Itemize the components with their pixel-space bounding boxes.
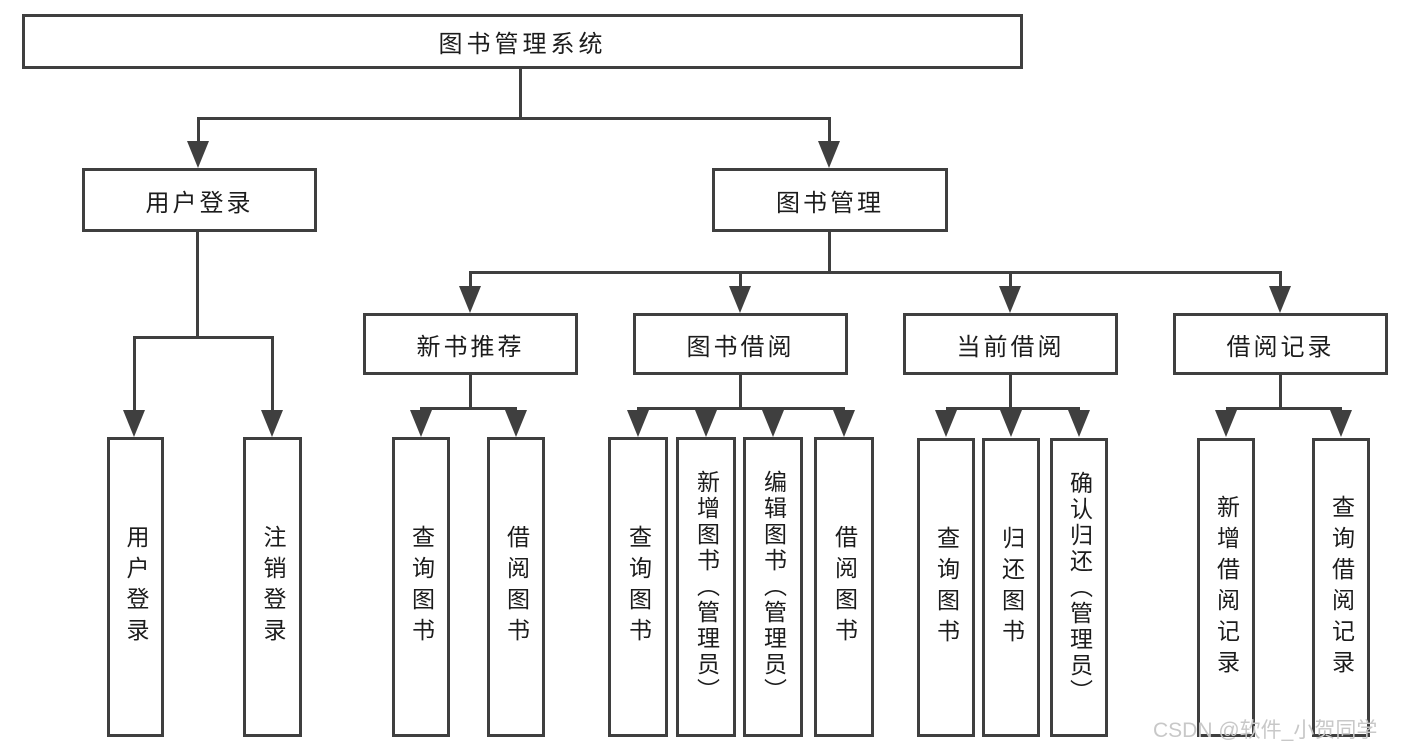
connector-new-book-stem bbox=[469, 375, 472, 409]
arrow-down bbox=[999, 286, 1021, 313]
node-user-login: 用户登录 bbox=[82, 168, 317, 232]
arrow-down bbox=[410, 410, 432, 437]
node-borrow-records: 借阅记录 bbox=[1173, 313, 1388, 375]
arrow-down bbox=[123, 410, 145, 437]
connector-drop-user-login bbox=[197, 117, 200, 145]
connector-current-borrow-stem bbox=[1009, 375, 1012, 409]
connector-borrow-records-bar bbox=[1226, 407, 1342, 410]
node-current-borrow: 当前借阅 bbox=[903, 313, 1118, 375]
arrow-down bbox=[505, 410, 527, 437]
csdn-watermark: CSDN @软件_小贺同学 bbox=[1153, 719, 1378, 742]
leaf-query-books-recommend: 查询图书 bbox=[392, 437, 450, 737]
node-library-system: 图书管理系统 bbox=[22, 14, 1023, 69]
connector-book-management-bar bbox=[469, 271, 1282, 274]
connector-user-login-bar bbox=[133, 336, 274, 339]
arrow-down bbox=[833, 410, 855, 437]
connector-drop-leaf-logout bbox=[271, 336, 274, 412]
connector-book-management-stem bbox=[828, 232, 831, 274]
arrow-down bbox=[818, 141, 840, 168]
connector-current-borrow-bar bbox=[946, 407, 1080, 410]
leaf-borrow-books: 借阅图书 bbox=[814, 437, 874, 737]
leaf-query-books-current: 查询图书 bbox=[917, 438, 975, 737]
leaf-edit-books-admin: 编辑图书（管理员） bbox=[743, 437, 803, 737]
connector-book-borrow-bar bbox=[637, 407, 845, 410]
leaf-user-login: 用户登录 bbox=[107, 437, 164, 737]
connector-drop-book-management bbox=[828, 117, 831, 145]
connector-borrow-records-stem bbox=[1279, 375, 1282, 409]
leaf-add-borrow-record: 新增借阅记录 bbox=[1197, 438, 1255, 737]
leaf-add-books-admin: 新增图书（管理员） bbox=[676, 437, 736, 737]
leaf-borrow-books-recommend: 借阅图书 bbox=[487, 437, 545, 737]
connector-drop-book-borrow bbox=[739, 271, 742, 288]
arrow-down bbox=[762, 410, 784, 437]
connector-book-borrow-stem bbox=[739, 375, 742, 409]
arrow-down bbox=[935, 410, 957, 437]
leaf-query-books-borrow: 查询图书 bbox=[608, 437, 668, 737]
arrow-down bbox=[1000, 410, 1022, 437]
arrow-down bbox=[627, 410, 649, 437]
connector-drop-new-book bbox=[469, 271, 472, 288]
arrow-down bbox=[1269, 286, 1291, 313]
node-new-book-recommend: 新书推荐 bbox=[363, 313, 578, 375]
arrow-down bbox=[187, 141, 209, 168]
connector-root-bar bbox=[197, 117, 831, 120]
connector-drop-leaf-user-login bbox=[133, 336, 136, 412]
connector-drop-borrow-records bbox=[1279, 271, 1282, 288]
connector-user-login-stem bbox=[196, 232, 199, 336]
leaf-query-borrow-record: 查询借阅记录 bbox=[1312, 438, 1370, 737]
arrow-down bbox=[1330, 410, 1352, 437]
arrow-down bbox=[1068, 410, 1090, 437]
node-book-borrow: 图书借阅 bbox=[633, 313, 848, 375]
arrow-down bbox=[261, 410, 283, 437]
connector-root-stem bbox=[519, 69, 522, 118]
arrow-down bbox=[729, 286, 751, 313]
connector-new-book-bar bbox=[420, 407, 517, 410]
leaf-return-books: 归还图书 bbox=[982, 438, 1040, 737]
arrow-down bbox=[459, 286, 481, 313]
leaf-confirm-return-admin: 确认归还（管理员） bbox=[1050, 438, 1108, 737]
arrow-down bbox=[695, 410, 717, 437]
node-book-management: 图书管理 bbox=[712, 168, 948, 232]
arrow-down bbox=[1215, 410, 1237, 437]
connector-drop-current-borrow bbox=[1009, 271, 1012, 288]
leaf-logout: 注销登录 bbox=[243, 437, 302, 737]
